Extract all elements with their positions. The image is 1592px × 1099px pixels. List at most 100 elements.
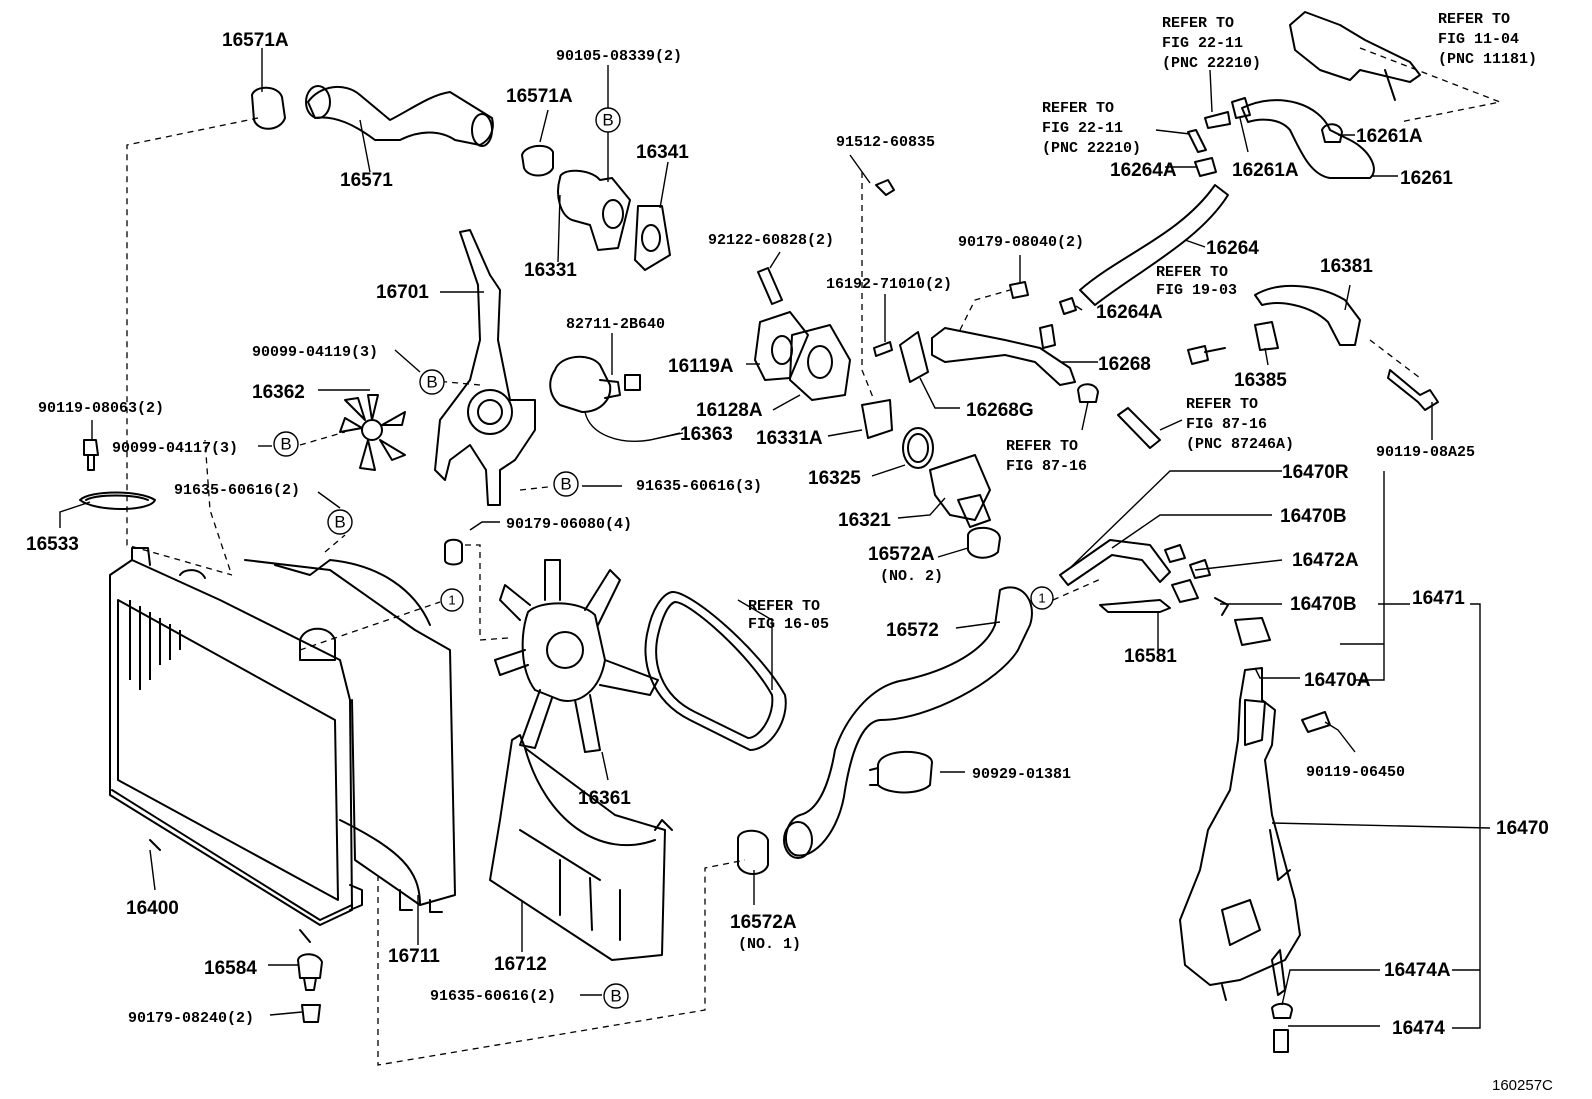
svg-text:B: B [334,513,345,532]
label-16264A-top: 16264A [1110,160,1177,181]
label-16261: 16261 [1400,168,1453,189]
label-91512-60835: 91512-60835 [836,134,935,151]
clamp-16571A-top [251,86,286,130]
clamp-16572A-no1 [737,829,769,875]
label-16584: 16584 [204,958,257,979]
bracket-16581 [1099,599,1171,613]
housing-16128A [789,324,851,401]
v-belt [644,590,787,751]
label-91635-60616-bottom: 91635-60616(2) [430,988,556,1005]
ref-fig-19-03: REFER TO FIG 19-03 [1156,264,1237,299]
bolt-90119-08A25 [1387,369,1439,411]
label-90179-08240: 90179-08240(2) [128,1010,254,1027]
label-92122-60828: 92122-60828(2) [708,232,834,249]
clamp-90929-01381 [869,750,933,794]
label-16128A: 16128A [696,400,763,421]
part-16385 [1254,321,1279,351]
label-16268G: 16268G [966,400,1034,421]
label-90105-08339: 90105-08339(2) [556,48,682,65]
label-90179-06080: 90179-06080(4) [506,516,632,533]
svg-text:(PNC 11181): (PNC 11181) [1438,51,1537,68]
bolt-90119-08063 [83,439,99,471]
shroud-16711 [244,559,456,913]
clip-16264A-top [1194,157,1217,177]
label-16572A-no2: 16572A [868,544,935,565]
label-16572A-no1: 16572A [730,912,797,933]
hose-refer-87-16 [1117,407,1161,449]
label-16381: 16381 [1320,256,1373,277]
thermostat-16331A [861,399,893,439]
marker-b-4: B [327,509,353,535]
ref-fig-87-16-a: REFER TO FIG 87-16 (PNC 87246A) [1186,396,1294,453]
circle-markers: B B B B B B 1 1 [273,107,1054,1009]
label-16470R: 16470R [1282,462,1349,483]
part-drawings [79,11,1439,1053]
svg-text:REFER TO: REFER TO [1438,11,1510,28]
part-16470A-top [1234,617,1271,646]
radiator-16400 [109,547,363,943]
svg-text:FIG 87-16: FIG 87-16 [1006,458,1087,475]
label-16470A: 16470A [1304,670,1371,691]
label-16331: 16331 [524,260,577,281]
label-16261A-right: 16261A [1356,126,1423,147]
svg-text:FIG 22-11: FIG 22-11 [1162,35,1243,52]
svg-text:1: 1 [1038,591,1045,606]
inlet-16331 [557,169,631,251]
label-16571A-top: 16571A [222,30,289,51]
svg-text:B: B [560,475,571,494]
label-90929-01381: 90929-01381 [972,766,1071,783]
svg-text:B: B [426,373,437,392]
gasket-16341 [634,205,671,271]
marker-b-1: B [595,107,621,133]
label-no2: (NO. 2) [880,568,943,585]
stud-92122 [757,267,783,305]
svg-text:B: B [610,987,621,1006]
svg-text:B: B [280,435,291,454]
hose-16572 [785,586,1033,857]
gasket-16119A [754,311,809,381]
label-16712: 16712 [494,954,547,975]
hose-16571 [307,85,494,146]
svg-text:REFER TO: REFER TO [1186,396,1258,413]
svg-text:FIG 16-05: FIG 16-05 [748,616,829,633]
label-90119-08063: 90119-08063(2) [38,400,164,417]
label-90099-04119: 90099-04119(3) [252,344,378,361]
clip-16470B-mid [1214,597,1229,616]
label-16474A: 16474A [1384,960,1451,981]
label-90119-06450: 90119-06450 [1306,764,1405,781]
label-16341: 16341 [636,142,689,163]
bolt-refer-19-03 [1187,345,1226,365]
pipe-16381 [1254,284,1361,346]
svg-text:REFER TO: REFER TO [1162,15,1234,32]
svg-text:REFER TO: REFER TO [1006,438,1078,455]
clamp-16571A-mid [521,144,554,177]
outlet-16321 [929,454,991,521]
figure-code: 160257C [1492,1077,1553,1094]
stud-16192 [873,341,893,357]
svg-text:FIG 11-04: FIG 11-04 [1438,31,1519,48]
label-16400: 16400 [126,898,179,919]
fan-16362 [339,394,406,471]
label-16264: 16264 [1206,238,1259,259]
label-16571: 16571 [340,170,393,191]
label-16474: 16474 [1392,1018,1445,1039]
label-91635-60616-mid: 91635-60616(3) [636,478,762,495]
marker-b-6: B [603,983,629,1009]
marker-b-3: B [273,431,299,457]
band-16533 [79,491,156,510]
label-16701: 16701 [376,282,429,303]
label-16470B-mid: 16470B [1290,594,1357,615]
cushion-90179-08240 [301,1004,321,1023]
label-90119-08A25: 90119-08A25 [1376,444,1475,461]
marker-b-5: B [553,471,579,497]
label-16572: 16572 [886,620,939,641]
label-16571A-mid: 16571A [506,86,573,107]
clip-16264A-mid [1059,297,1077,315]
label-16321: 16321 [838,510,891,531]
ref-11-04-part [1289,11,1421,83]
label-16264A-mid: 16264A [1096,302,1163,323]
label-16385: 16385 [1234,370,1287,391]
bracket-16701 [434,229,536,506]
